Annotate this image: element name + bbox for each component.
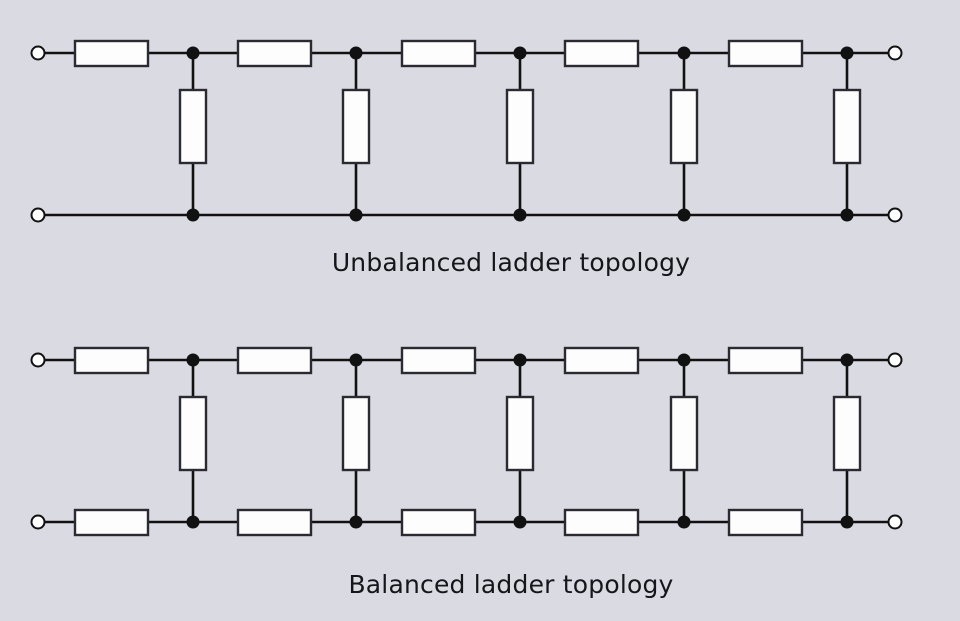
series-resistor-bottom[interactable] [400,508,477,537]
series-resistor-top[interactable] [563,39,640,68]
junction-node [677,46,691,60]
series-resistor-top[interactable] [400,39,477,68]
port-terminal[interactable] [30,45,46,61]
shunt-resistor[interactable] [178,88,208,165]
shunt-resistor[interactable] [669,395,699,472]
series-resistor-bottom[interactable] [236,508,313,537]
shunt-resistor[interactable] [341,88,371,165]
series-resistor-top[interactable] [236,39,313,68]
series-resistor-top[interactable] [236,346,313,375]
shunt-resistor[interactable] [505,395,535,472]
junction-node [349,515,363,529]
diagram-caption-unbalanced: Unbalanced ladder topology [332,248,690,277]
junction-node [677,353,691,367]
port-terminal[interactable] [887,45,903,61]
port-terminal[interactable] [30,514,46,530]
junction-node [840,208,854,222]
junction-node [513,515,527,529]
junction-node [513,46,527,60]
shunt-resistor[interactable] [832,88,862,165]
diagram-caption-balanced: Balanced ladder topology [348,570,673,599]
junction-node [349,353,363,367]
circuit-unbalanced: Unbalanced ladder topology [30,39,903,277]
series-resistor-top[interactable] [73,39,150,68]
port-terminal[interactable] [30,207,46,223]
port-terminal[interactable] [887,207,903,223]
junction-node [840,515,854,529]
junction-node [840,353,854,367]
port-terminal[interactable] [887,514,903,530]
junction-node [513,353,527,367]
series-resistor-top[interactable] [400,346,477,375]
junction-node [186,353,200,367]
junction-node [840,46,854,60]
series-resistor-top[interactable] [563,346,640,375]
port-terminal[interactable] [887,352,903,368]
circuit-balanced: Balanced ladder topology [30,346,903,599]
junction-node [349,46,363,60]
series-resistor-top[interactable] [73,346,150,375]
shunt-resistor[interactable] [341,395,371,472]
shunt-resistor[interactable] [178,395,208,472]
port-terminal[interactable] [30,352,46,368]
series-resistor-bottom[interactable] [73,508,150,537]
shunt-resistor[interactable] [832,395,862,472]
junction-node [677,208,691,222]
series-resistor-bottom[interactable] [563,508,640,537]
shunt-resistor[interactable] [505,88,535,165]
junction-node [186,208,200,222]
junction-node [513,208,527,222]
series-resistor-bottom[interactable] [727,508,804,537]
series-resistor-top[interactable] [727,39,804,68]
series-resistor-top[interactable] [727,346,804,375]
junction-node [186,515,200,529]
junction-node [349,208,363,222]
shunt-resistor[interactable] [669,88,699,165]
junction-node [677,515,691,529]
junction-node [186,46,200,60]
